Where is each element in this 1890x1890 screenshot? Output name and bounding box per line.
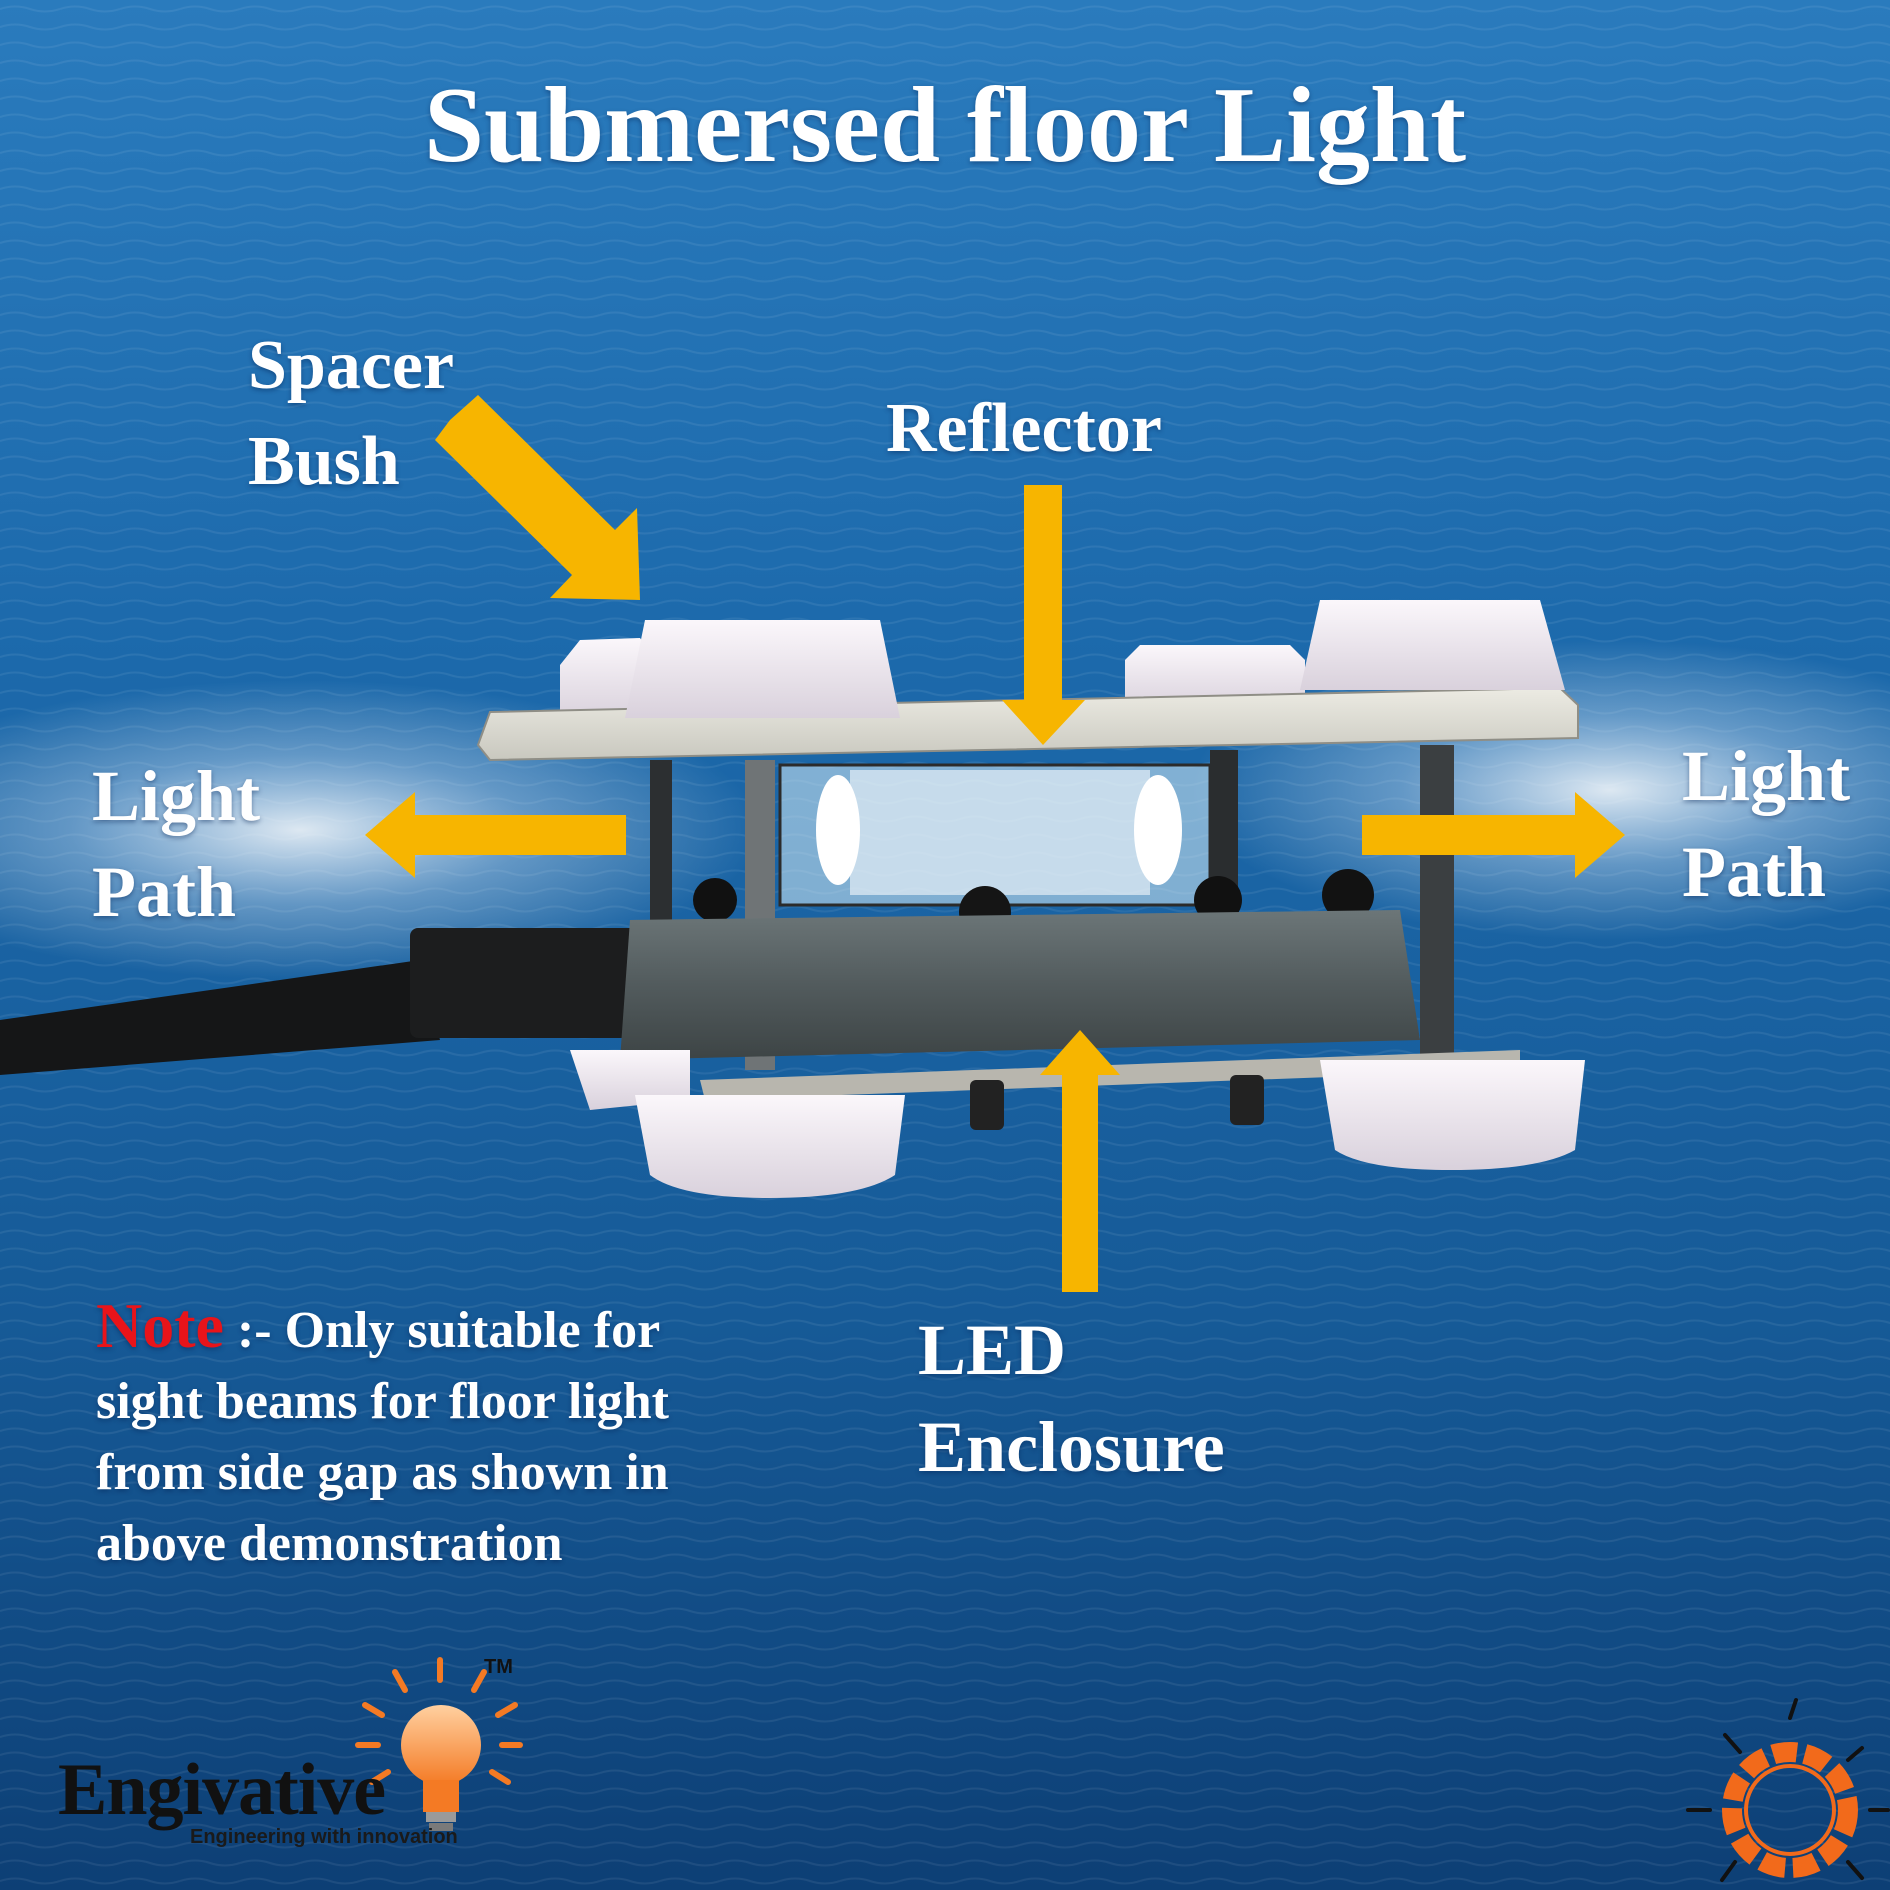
spacer-bush (1300, 600, 1565, 690)
threaded-rod (1420, 745, 1454, 1065)
label-light-path-right: Light Path (1682, 728, 1850, 920)
note-body: Only suitable for sight beams for floor … (96, 1302, 669, 1572)
arrow-light-left (365, 792, 626, 878)
arrow-spacer-bush (435, 395, 640, 600)
spacer-bush (635, 1095, 905, 1198)
arrow-light-right (1362, 792, 1625, 878)
label-spacer-bush: Spacer Bush (248, 318, 454, 510)
label-reflector: Reflector (886, 390, 1162, 467)
spacer-bush (625, 620, 900, 718)
label-led-enclosure: LED Enclosure (918, 1302, 1225, 1496)
diagram-title: Submersed floor Light (423, 66, 1467, 185)
label-light-path-left: Light Path (92, 748, 260, 940)
led-enclosure-body (620, 910, 1420, 1060)
note-keyword: Note (96, 1290, 224, 1361)
label-line: Light (1682, 736, 1851, 816)
label-line: Spacer (248, 327, 455, 404)
label-line: Path (92, 852, 236, 932)
logo-trademark: TM (484, 1656, 513, 1678)
label-line: Bush (248, 423, 400, 500)
lightbulb-icon (355, 1657, 523, 1831)
label-line: Enclosure (918, 1407, 1225, 1487)
label-line: Path (1682, 832, 1826, 912)
logo-name: Engivative (58, 1749, 386, 1831)
arrow-led-enclosure (1040, 1030, 1120, 1292)
spacer-bush (1320, 1060, 1585, 1170)
note-text: Note :- Only suitable for sight beams fo… (96, 1290, 776, 1579)
label-line: Light (92, 756, 261, 836)
power-cable (0, 960, 440, 1075)
label-line: LED (918, 1310, 1067, 1390)
arrow-reflector (1002, 485, 1085, 745)
logo-tagline: Engineering with innovation (190, 1826, 458, 1848)
gear-sun-icon (1686, 1698, 1890, 1882)
threaded-rod (650, 760, 672, 930)
note-separator: :- (223, 1302, 285, 1359)
